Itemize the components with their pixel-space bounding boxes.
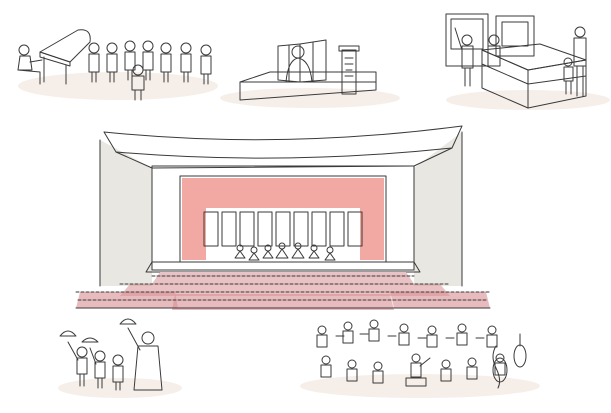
folding-screen-icon <box>277 39 327 83</box>
rakugo-vignette <box>220 39 400 108</box>
double-bass-icon <box>492 333 527 389</box>
visitor-pointing-figure <box>454 27 474 87</box>
pianist-figure <box>17 44 43 85</box>
fan-dance-vignette <box>58 318 182 398</box>
singers-row <box>88 40 212 101</box>
choir-vignette <box>17 29 218 101</box>
kimono-dancer-figure <box>119 318 163 391</box>
child-dancer-figures <box>59 330 124 391</box>
hina-doll-display <box>203 211 363 261</box>
concert-hall-vignette <box>75 125 491 310</box>
vertical-banner <box>338 45 360 95</box>
orchestra-vignette <box>300 319 540 398</box>
visitor-at-case-figure <box>487 34 501 67</box>
grand-piano-icon <box>39 29 91 85</box>
audience-seating <box>75 272 491 310</box>
kimono-performer-figure <box>285 45 313 83</box>
adult-visitor-figure <box>573 26 587 97</box>
conductor-figure <box>405 353 431 387</box>
child-visitor-figure <box>563 57 574 95</box>
orchestra-musicians <box>316 319 527 389</box>
stage-curtain <box>179 175 387 263</box>
exhibition-vignette <box>445 13 610 110</box>
